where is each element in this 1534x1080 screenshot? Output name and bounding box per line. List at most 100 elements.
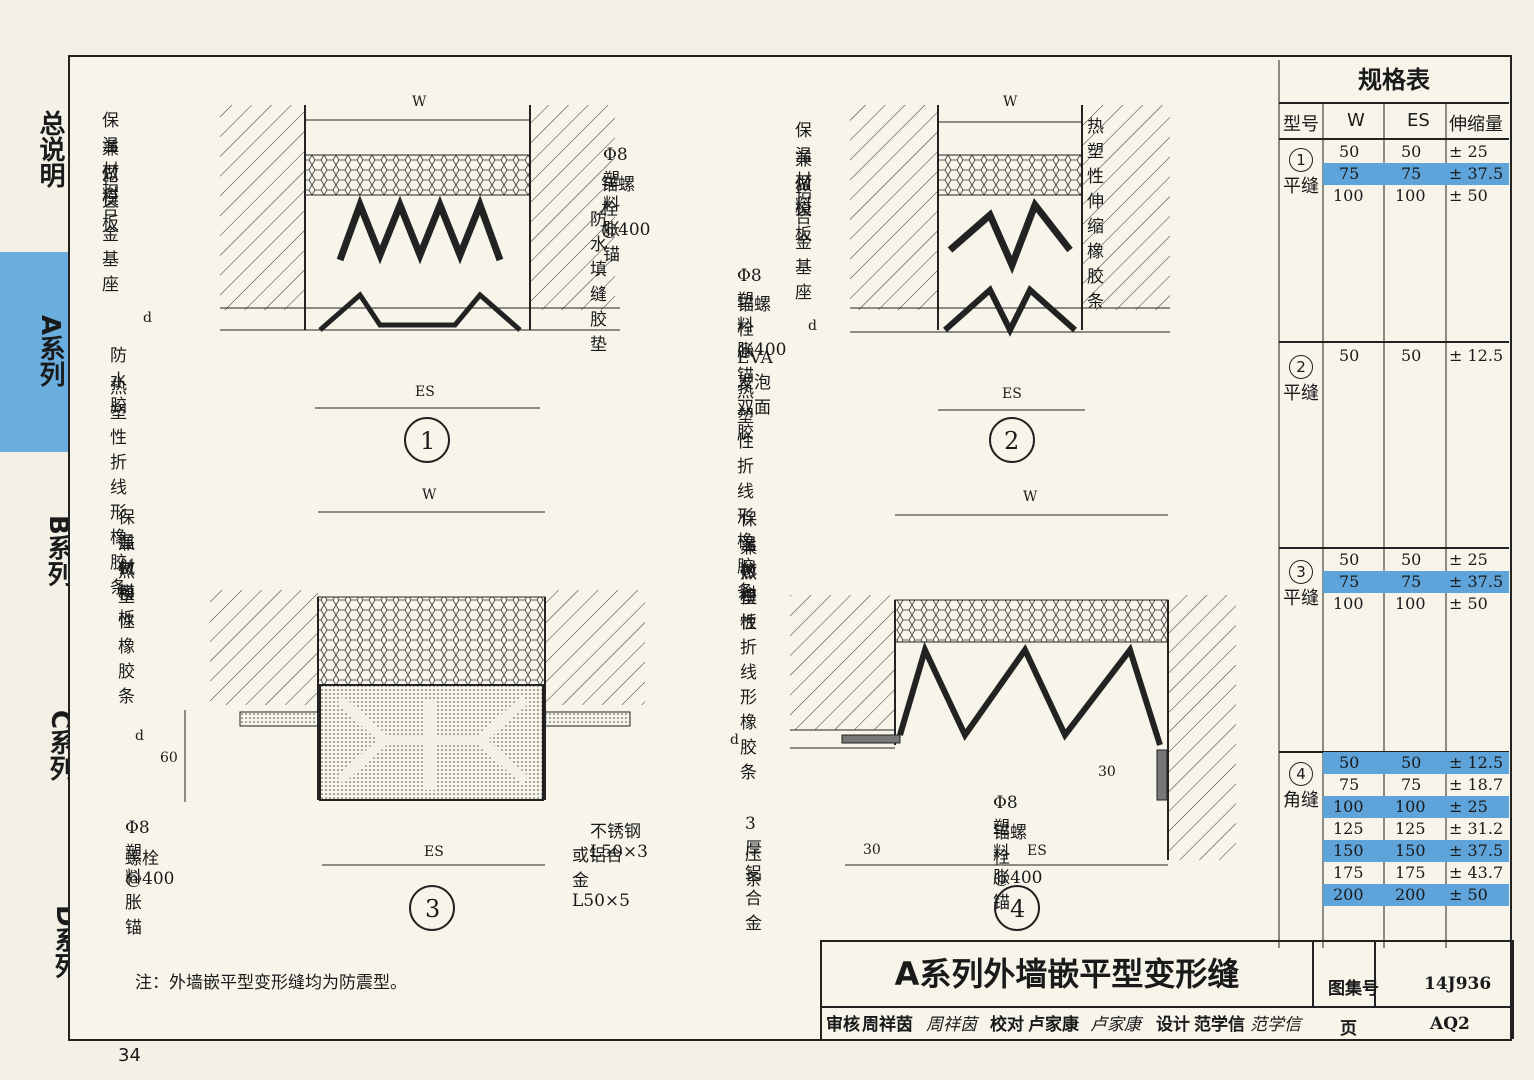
label: 锚螺栓@400 <box>737 295 787 360</box>
header-type: 型号 <box>1283 114 1319 135</box>
wall-left <box>220 105 305 310</box>
checker-name: 卢家康 <box>1028 1015 1079 1035</box>
label: 锚螺栓@400 <box>601 175 651 240</box>
dim-w: W <box>1003 94 1018 110</box>
detail-number: 1 <box>420 427 436 455</box>
dim-d: d <box>135 728 144 744</box>
page-number: 34 <box>118 1045 141 1066</box>
dim-w: W <box>412 94 427 110</box>
label: Φ8塑料胀锚 <box>603 145 628 265</box>
design-label: 设计 <box>1156 1015 1190 1035</box>
label: EVA发泡双面胶 <box>737 348 773 443</box>
group-type: 平缝 <box>1283 588 1319 609</box>
atlas-label-cell <box>1314 942 1376 1006</box>
label: 兼做模板 <box>102 139 119 234</box>
title-block: A系列外墙嵌平型变形缝 图集号 14J936 审核 周祥茵 周祥茵 校对 卢家康… <box>820 940 1514 1039</box>
page-label: 页 <box>1340 1019 1357 1039</box>
designer-name: 范学信 <box>1194 1015 1245 1035</box>
label: Φ8塑料胀锚 <box>125 818 150 938</box>
label: 热塑性橡胶条 <box>118 562 135 707</box>
check-label: 校对 <box>990 1015 1024 1035</box>
group-number: 4 <box>1289 762 1313 786</box>
spec-title: 规格表 <box>1358 66 1430 94</box>
review-label: 审核 <box>826 1015 860 1035</box>
dim-es: ES <box>415 384 435 400</box>
designer-signature: 范学信 <box>1250 1015 1301 1035</box>
label: 热塑性折线形橡胶条 <box>740 563 757 783</box>
detail-number: 3 <box>425 895 441 923</box>
tab-general-label: 总说明 <box>35 110 65 188</box>
dim-30: 30 <box>863 842 881 858</box>
label: 热塑性折线形橡胶条 <box>110 378 127 598</box>
group-2-label: 2 平缝 <box>1279 355 1323 405</box>
label: 压条 <box>745 845 762 890</box>
label: 或铝合金L50×5 <box>572 846 630 911</box>
label: 保温材料 <box>102 111 119 206</box>
atlas-label: 图集号 <box>1328 979 1379 999</box>
detail-number: 4 <box>1010 895 1026 923</box>
label: 保温材料 <box>740 510 757 605</box>
detail-3 <box>184 511 645 931</box>
reviewer-signature: 周祥茵 <box>926 1015 977 1035</box>
label: Φ8塑料胀锚 <box>737 266 762 386</box>
divider <box>822 1006 1512 1008</box>
group-type: 角缝 <box>1283 790 1319 811</box>
label: 不锈钢L50×3 <box>590 822 648 862</box>
dim-d: d <box>143 310 152 326</box>
label: Φ8塑料胀锚 <box>993 793 1018 913</box>
group-type: 平缝 <box>1283 176 1319 197</box>
detail-2 <box>850 105 1170 463</box>
dim-60: 60 <box>160 750 178 766</box>
label: 铝合金基座 <box>795 183 812 303</box>
insulation <box>304 154 531 196</box>
page-code: AQ2 <box>1430 1014 1470 1034</box>
dim-es: ES <box>424 844 444 860</box>
detail-4 <box>790 514 1236 931</box>
label: 防水胶 <box>110 346 127 416</box>
atlas-number: 14J936 <box>1424 974 1492 994</box>
label: 兼做模板 <box>118 534 135 629</box>
tab-a[interactable]: A系列 <box>30 315 70 394</box>
tab-a-label: A系列 <box>35 315 65 388</box>
tab-general[interactable]: 总说明 <box>30 110 70 195</box>
dim-es: ES <box>1027 843 1047 859</box>
group-number: 3 <box>1289 560 1313 584</box>
label: 热塑性伸缩橡胶条 <box>1087 117 1104 312</box>
rubber-strip <box>336 195 504 265</box>
label: 兼做模板 <box>795 150 812 245</box>
label: 铝合金基座 <box>102 175 119 295</box>
group-type: 平缝 <box>1283 383 1319 404</box>
note-text: 注：外墙嵌平型变形缝均为防震型。 <box>135 973 407 993</box>
wall-right <box>530 105 615 310</box>
header-range: 伸缩量 <box>1449 114 1503 135</box>
label: 保温材料 <box>795 121 812 216</box>
detail-number: 2 <box>1004 427 1020 455</box>
dim-es: ES <box>1002 386 1022 402</box>
header-es: ES <box>1407 110 1430 131</box>
group-1-label: 1 平缝 <box>1279 148 1323 198</box>
label: 3厚铝合金 <box>745 814 762 934</box>
label: 保温材料 <box>118 508 135 603</box>
dim-w: W <box>422 487 437 503</box>
dim-w: W <box>1023 489 1038 505</box>
label: 防水填缝胶垫 <box>590 210 607 355</box>
header-w: W <box>1347 110 1365 131</box>
dim-d: d <box>730 732 739 748</box>
detail-1 <box>220 105 620 463</box>
label: 螺栓@400 <box>125 849 175 889</box>
drawing-title: A系列外墙嵌平型变形缝 <box>822 942 1314 1006</box>
